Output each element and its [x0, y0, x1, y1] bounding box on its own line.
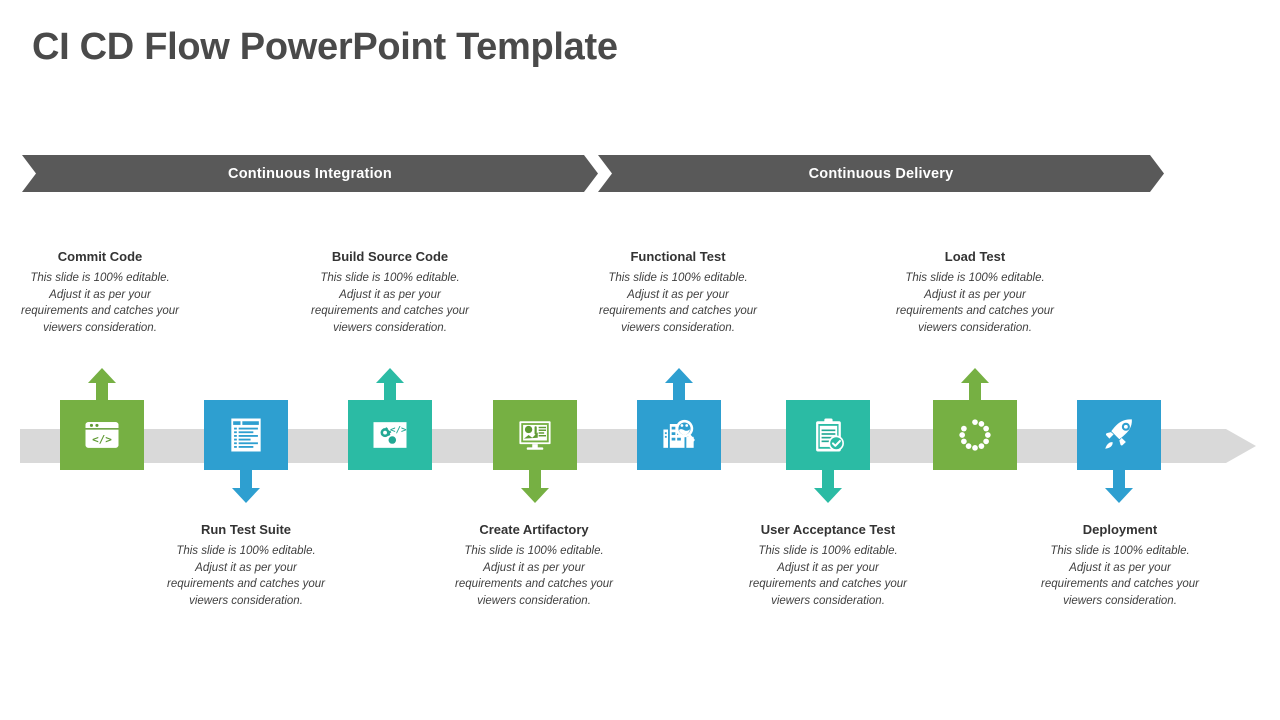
step-body-text: This slide is 100% editable. Adjust it a… — [311, 272, 469, 334]
step-body-text: This slide is 100% editable. Adjust it a… — [455, 545, 613, 607]
step-heading: Functional Test — [630, 249, 726, 264]
step-heading: Create Artifactory — [479, 522, 589, 537]
step-tile-monitor-gear[interactable] — [493, 400, 577, 470]
step-arrow-up — [664, 368, 694, 404]
phase-banner-continuous-integration[interactable]: Continuous Integration — [22, 155, 598, 192]
step-heading: Run Test Suite — [200, 522, 292, 537]
svg-text:</>: </> — [390, 424, 407, 435]
step-body-text: This slide is 100% editable. Adjust it a… — [599, 272, 757, 334]
step-body-text: This slide is 100% editable. Adjust it a… — [1041, 545, 1199, 607]
step-arrow-up — [375, 368, 405, 404]
magnifier-test-icon — [657, 413, 701, 457]
step-arrow-down — [813, 467, 843, 503]
clipboard-check-icon — [806, 413, 850, 457]
step-arrow-down — [1104, 467, 1134, 503]
step-tile-document-list[interactable] — [204, 400, 288, 470]
document-list-icon — [224, 413, 268, 457]
step-heading: User Acceptance Test — [760, 522, 896, 537]
phase-banner-continuous-delivery[interactable]: Continuous Delivery — [598, 155, 1164, 192]
step-arrow-down — [231, 467, 261, 503]
svg-text:</>: </> — [92, 433, 112, 446]
rocket-icon — [1097, 413, 1141, 457]
step-heading: Load Test — [944, 249, 1006, 264]
code-window-icon: </> — [80, 413, 124, 457]
step-arrow-up — [960, 368, 990, 404]
step-body-text: This slide is 100% editable. Adjust it a… — [896, 272, 1054, 334]
step-tile-gears-code[interactable]: </> — [348, 400, 432, 470]
phase-banner-row: Continuous Integration Continuous Delive… — [22, 155, 1164, 192]
step-arrow-down — [520, 467, 550, 503]
page-title: CI CD Flow PowerPoint Template — [32, 26, 618, 68]
step-tile-rocket[interactable] — [1077, 400, 1161, 470]
step-tile-code-window[interactable]: </> — [60, 400, 144, 470]
step-body-text: This slide is 100% editable. Adjust it a… — [167, 545, 325, 607]
step-heading: Build Source Code — [331, 249, 449, 264]
step-body-text: This slide is 100% editable. Adjust it a… — [749, 545, 907, 607]
step-arrow-up — [87, 368, 117, 404]
step-tile-magnifier-test[interactable] — [637, 400, 721, 470]
step-heading: Commit Code — [57, 249, 143, 264]
monitor-gear-icon — [513, 413, 557, 457]
step-tile-loading-spinner[interactable] — [933, 400, 1017, 470]
step-body-text: This slide is 100% editable. Adjust it a… — [21, 272, 179, 334]
step-tile-clipboard-check[interactable] — [786, 400, 870, 470]
loading-spinner-icon — [953, 413, 997, 457]
step-heading: Deployment — [1082, 522, 1158, 537]
phase-banner-label: Continuous Integration — [228, 165, 392, 182]
phase-banner-label: Continuous Delivery — [808, 165, 954, 182]
gears-code-icon: </> — [368, 413, 412, 457]
